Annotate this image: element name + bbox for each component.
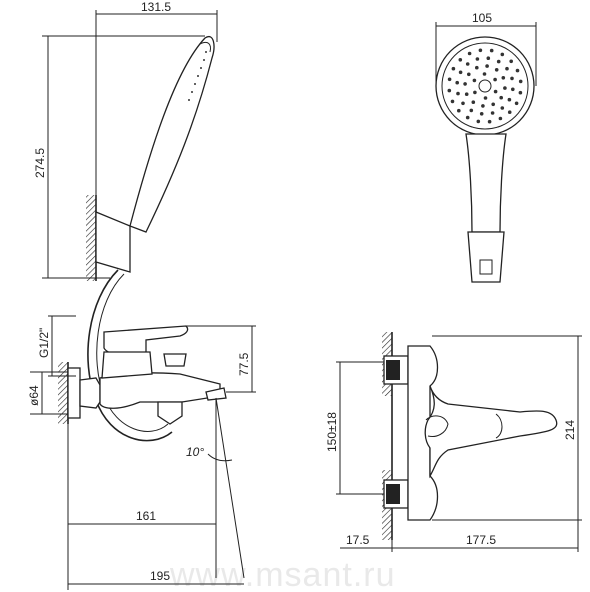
nozzle-dot [465,115,470,120]
side-view-mixer: G1/2" ø64 77.5 10° 161 195 [27,315,256,590]
nozzle-dot [478,48,483,53]
nozzle-dot [491,102,496,107]
handset-body [129,35,215,233]
dim-161: 161 [136,509,156,523]
nozzle-dot [469,108,474,113]
dim-centers: 150±18 [325,412,339,452]
dim-77-5: 77.5 [237,352,251,376]
nozzle-dot [500,52,505,57]
dim-105: 105 [472,11,492,25]
nozzle-dot [518,79,523,84]
nozzle-dot [518,90,523,95]
spout-tip [205,387,227,401]
nozzle-dot [451,66,456,71]
nozzle-dot [496,59,501,64]
nozzle-dot [501,76,506,80]
nozzle-dot [498,116,503,121]
nozzle-dot [486,56,491,60]
diverter-knob [163,353,187,367]
dim-flange: ø64 [27,385,41,406]
nozzle-dot [500,106,505,110]
nozzle-dot [461,101,465,106]
eccentric-nut [79,377,101,409]
nozzle-dot [458,58,463,62]
nozzle-dot [463,82,467,86]
nozzle-dot [493,77,497,82]
nozzle-dot [482,72,487,76]
nozzle-dot [475,57,480,61]
side-view-handset: 131.5 274.5 [33,0,218,442]
nozzle-dot [490,111,495,115]
nozzle-dot [467,51,472,56]
dim-274-5: 274.5 [33,148,47,178]
shower-outlet [157,401,183,425]
nozzle-dot [472,78,477,83]
nozzle-dot [467,72,471,77]
dim-177-5: 177.5 [466,533,496,547]
nozzle-dot [487,119,492,124]
nozzle-dot [505,66,509,71]
nozzle-dot [450,99,455,104]
nozzle-dot [507,97,512,102]
dim-17-5: 17.5 [346,533,370,547]
nozzle-pattern [447,48,523,124]
nozzle-dot [447,88,452,93]
nozzle-dot [507,110,512,114]
nozzle-dot [494,68,499,72]
dim-angle: 10° [186,445,204,459]
nozzle-dot [499,95,504,100]
nozzle-dot [511,87,515,92]
nozzle-dot [479,112,484,116]
nozzle-dot [455,80,460,85]
nozzle-dot [473,90,477,95]
wall-hatch-lower [58,362,68,424]
handset-front-view: 105 [435,11,537,283]
nozzle-dot [458,70,463,75]
nozzle-dot [489,48,494,53]
nozzle-dot [456,91,460,96]
nozzle-dot [481,104,485,108]
nozzle-dot [510,76,514,81]
watermark: www.msant.ru [169,556,396,592]
dim-195: 195 [150,569,170,583]
nozzle-dot [493,89,498,94]
dim-thread: G1/2" [37,328,51,358]
dim-131-5: 131.5 [141,0,171,14]
lever-handle [103,325,189,356]
nozzle-dot [483,96,488,100]
nozzle-dot [515,68,520,73]
nozzle-dot [464,92,469,96]
nozzle-dot [509,59,513,64]
nozzle-dot [485,64,489,68]
nozzle-dot [476,119,481,124]
wall-hatch-upper [86,195,96,281]
nozzle-dot [471,100,476,104]
nozzle-dot [447,77,452,82]
nozzle-dot [514,101,519,106]
nozzle-dot [465,62,470,66]
handset-connector [467,231,505,283]
shower-head-plate [435,36,535,136]
handset-holder [95,211,131,273]
handset-grip [465,133,507,233]
dim-214: 214 [563,420,577,440]
shower-head-center [478,79,492,93]
mixer-top-view: 150±18 214 17.5 177.5 [325,332,582,552]
lever-top [424,385,558,479]
nozzle-dot [475,65,479,70]
nozzle-dot [503,86,507,90]
nozzle-dot [457,108,461,113]
